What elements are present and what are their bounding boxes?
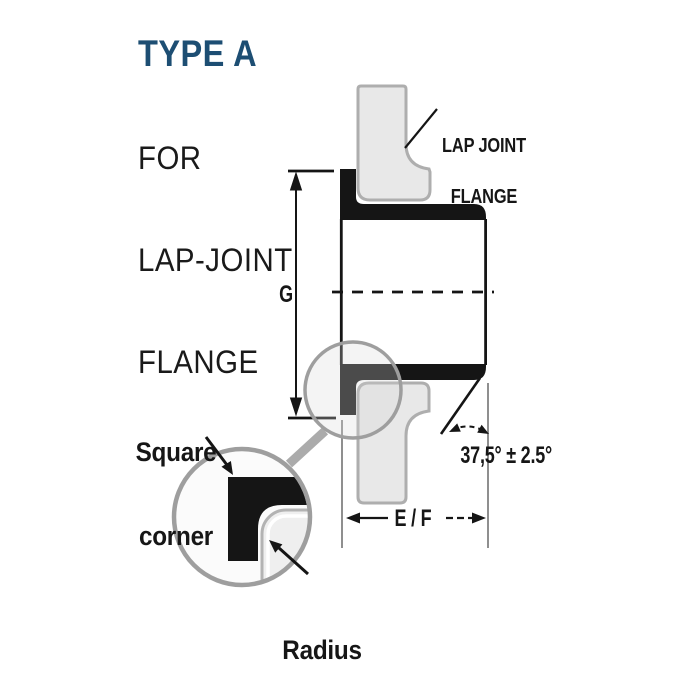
subtitle-line-2: LAP-JOINT xyxy=(138,242,293,278)
page-title: TYPE A xyxy=(138,33,258,74)
subtitle-line-1: FOR xyxy=(138,140,202,176)
radius-arrowhead xyxy=(269,540,283,553)
square-corner-arrow-line xyxy=(204,436,229,466)
detail-annotation-arrows xyxy=(204,436,310,576)
dimension-g-label: G xyxy=(279,281,293,308)
radius-label: Radius R xyxy=(282,635,362,665)
square-corner-arrowhead xyxy=(221,461,233,475)
detail-flange-corner xyxy=(260,508,308,583)
arrow-down xyxy=(289,397,303,417)
lap-joint-flange-section xyxy=(356,84,432,505)
detail-stub-corner xyxy=(228,477,308,561)
magnifier-ring xyxy=(303,340,403,440)
bevel-angle-dimension xyxy=(439,377,489,548)
stub-end-section xyxy=(332,169,494,415)
page-subtitle: FOR LAP-JOINT FLANGE xyxy=(138,73,293,447)
dimension-ef xyxy=(341,420,486,548)
flange-lower-half xyxy=(356,381,431,505)
arrow-up xyxy=(289,171,303,191)
arrow-left xyxy=(346,512,360,524)
arrow-right xyxy=(472,512,486,524)
detail-circle-ring xyxy=(171,446,313,588)
stub-upper-wall xyxy=(340,169,486,220)
bevel-angle-label: 37,5° ± 2.5° xyxy=(460,442,553,469)
square-corner-label: Square corner xyxy=(135,437,217,551)
arc-arrow-left xyxy=(449,423,461,432)
magnifier-connector xyxy=(285,427,329,468)
bevel-line xyxy=(439,377,482,435)
dimension-ef-label: E / F xyxy=(394,505,432,532)
flange-callout-line xyxy=(404,108,438,149)
flange-upper-half xyxy=(356,84,432,202)
subtitle-line-3: FLANGE xyxy=(138,344,259,380)
arc-arrow-right xyxy=(477,424,489,434)
stub-lower-wall xyxy=(340,364,486,415)
lap-joint-flange-label: LAP JOINT FLANGE xyxy=(442,135,526,208)
radius-arrow-line xyxy=(277,546,310,576)
